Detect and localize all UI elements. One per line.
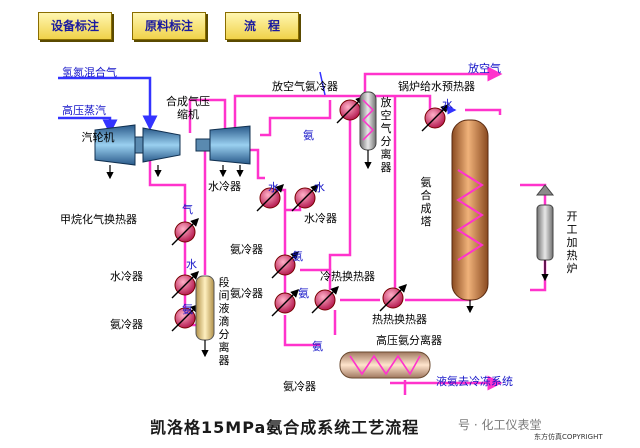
line-compressor-loop	[188, 98, 227, 133]
watermark-text: 号 · 化工仪表堂	[458, 418, 542, 432]
cooler-water-a	[256, 184, 284, 212]
tab-equipment-labels[interactable]: 设备标注	[38, 12, 112, 40]
label-feed-gas: 氢氮混合气	[62, 66, 117, 79]
synthesis-tower	[451, 119, 489, 314]
cooler-ammonia-a	[271, 251, 299, 279]
label-hp-steam: 高压蒸汽	[62, 104, 106, 117]
feed-gas-line	[58, 76, 158, 131]
compressor-high	[195, 125, 251, 165]
label-vent-gas: 放空气	[468, 62, 501, 75]
diagram-title: 凯洛格15MPa氨合成系统工艺流程	[150, 418, 420, 437]
tab-process-flow[interactable]: 流 程	[225, 12, 299, 40]
label-cold-hot-exchanger: 冷热换热器	[320, 270, 375, 283]
label-turbine: 汽轮机	[81, 131, 115, 144]
water-line-vent	[319, 71, 326, 96]
marker-ammonia-bottom: 氨	[312, 340, 323, 353]
interstage-separator	[195, 275, 215, 358]
label-water-cooler-right: 水冷器	[304, 212, 337, 225]
vent-separator	[359, 91, 377, 170]
feed-lines	[58, 76, 158, 135]
line-to-vent-cooler	[260, 100, 332, 137]
marker-gas: 气	[182, 203, 193, 216]
marker-water-preheater: 水	[442, 98, 453, 111]
label-boiler-preheater: 锅炉给水预热器	[398, 80, 475, 93]
cooler-vent	[336, 96, 364, 124]
label-vent-separator: 放空气分离器	[380, 96, 392, 174]
marker-ammonia-left: 氨	[182, 303, 193, 316]
marker-water-left: 水	[186, 258, 197, 271]
drain-arrows	[106, 165, 244, 180]
label-syngas-compressor: 合成气压缩机	[166, 95, 210, 121]
marker-water-b: 水	[314, 181, 325, 194]
label-ammonia-cooler-a: 氨冷器	[230, 243, 263, 256]
line-ammonia-cooler-b	[283, 315, 320, 347]
marker-water-a: 水	[268, 181, 279, 194]
tab-material-labels[interactable]: 原料标注	[132, 12, 206, 40]
label-interstage-separator: 段间液滴分离器	[218, 276, 230, 367]
marker-ammonia-vent: 氨	[303, 129, 314, 142]
cooler-boiler-preheater	[421, 104, 449, 132]
cooler-ammonia-left	[171, 304, 199, 332]
copyright-text: 东方仿真COPYRIGHT	[534, 433, 603, 441]
compressor-low	[142, 127, 181, 163]
label-liquid-ammonia: 液氨去冷冻系统	[436, 375, 513, 388]
line-vent-down	[328, 100, 352, 270]
startup-heater	[535, 184, 555, 282]
label-water-cooler-top: 水冷器	[208, 180, 241, 193]
label-hot-hot-exchanger: 热热换热器	[372, 313, 427, 326]
marker-ammonia-b: 氨	[298, 287, 309, 300]
marker-ammonia-a: 氨	[292, 250, 303, 263]
label-ammonia-cooler-bottom: 氨冷器	[283, 380, 316, 393]
label-ammonia-cooler-b: 氨冷器	[230, 287, 263, 300]
label-ammonia-cooler-left: 氨冷器	[110, 318, 143, 331]
label-water-cooler-left: 水冷器	[110, 270, 143, 283]
hp-ammonia-separator	[339, 351, 431, 379]
cooler-water-b	[291, 184, 319, 212]
cooler-ammonia-b	[271, 289, 299, 317]
cooler-water-left	[171, 271, 199, 299]
label-synthesis-tower: 氨合成塔	[420, 176, 432, 228]
vent-out-line	[363, 66, 503, 98]
hp-steam-line	[58, 116, 118, 135]
cooler-methanator	[171, 218, 199, 246]
cooler-cold-hot	[311, 286, 339, 314]
label-hp-ammonia-separator: 高压氨分离器	[376, 334, 442, 347]
cooler-hot-hot	[379, 284, 407, 312]
line-preheater-tower	[465, 108, 502, 115]
line-heater-return	[530, 260, 547, 292]
line-to-water-cooler-a	[248, 148, 265, 180]
label-startup-heater: 开工加热炉	[566, 210, 578, 275]
coolers	[171, 96, 449, 332]
line-compressor-to-methanator	[148, 138, 187, 225]
label-vent-ammonia-cooler: 放空气氨冷器	[272, 80, 338, 93]
label-methanator-exchanger: 甲烷化气换热器	[60, 213, 137, 226]
line-top-header	[233, 94, 432, 128]
